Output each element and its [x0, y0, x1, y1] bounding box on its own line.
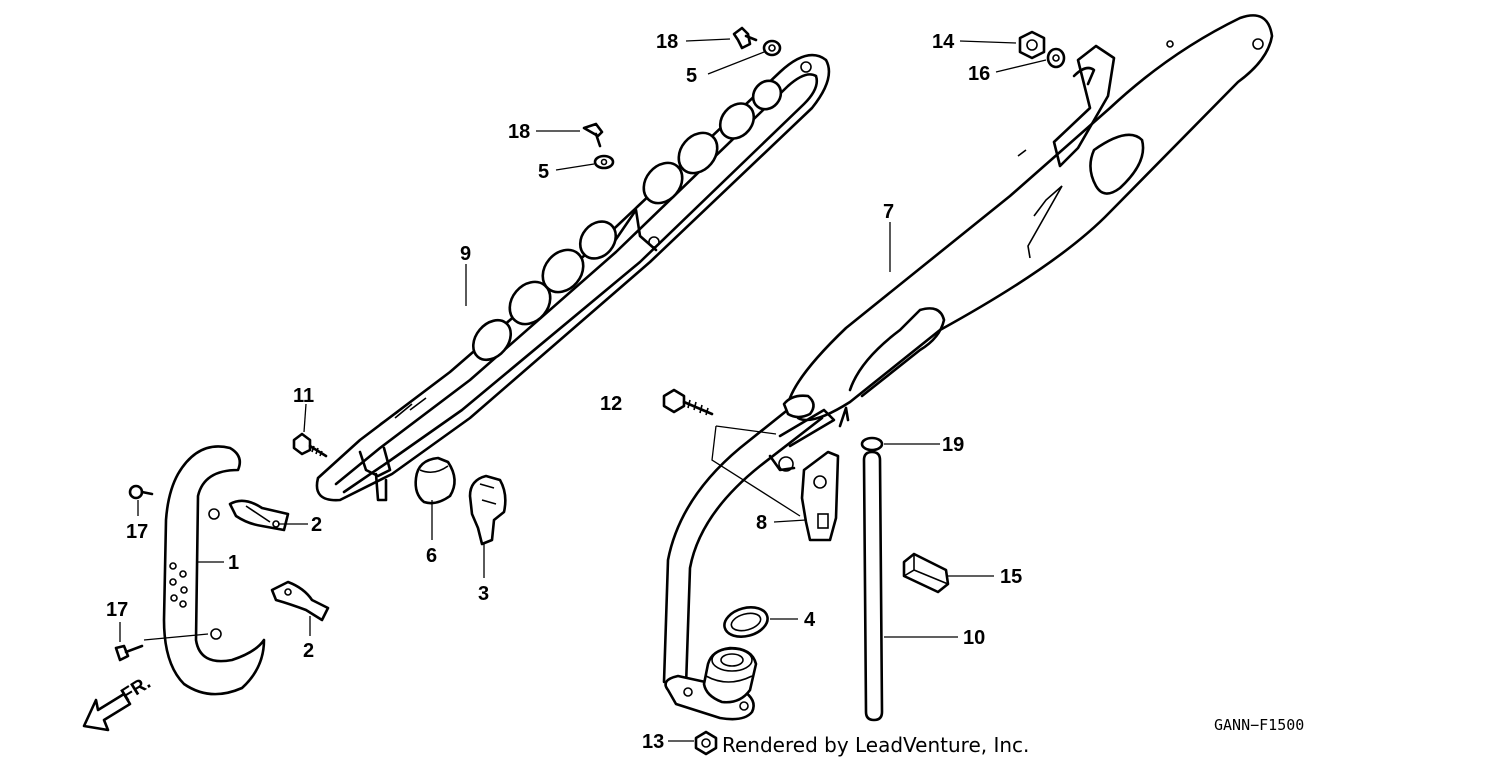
- callout-17-upper: 17: [126, 521, 148, 543]
- collar-part: [414, 456, 456, 505]
- callout-18-upper: 18: [656, 31, 678, 53]
- clamp-upper-part: [228, 499, 290, 532]
- washer-16: [1046, 47, 1066, 69]
- gasket-4: [723, 606, 769, 638]
- nut-13: [694, 730, 718, 756]
- callout-17-lower: 17: [106, 599, 128, 621]
- bolt-17-lower: [114, 644, 144, 662]
- callout-8: 8: [756, 512, 767, 534]
- exhaust-pipe-part: [662, 394, 850, 721]
- exhaust-protector-part: [162, 445, 266, 696]
- washer-5-lower: [593, 154, 615, 170]
- callout-19: 19: [942, 434, 964, 456]
- clamp-lower-part: [270, 580, 330, 622]
- callout-5-upper: 5: [686, 65, 697, 87]
- front-direction-marker: FR.: [82, 672, 155, 732]
- bolt-18-upper: [732, 26, 758, 50]
- callout-5-lower: 5: [538, 161, 549, 183]
- callout-6: 6: [426, 545, 437, 567]
- bolt-18-lower: [582, 122, 604, 148]
- callout-12: 12: [600, 393, 622, 415]
- callout-1: 1: [228, 552, 239, 574]
- callout-14: 14: [932, 31, 955, 53]
- bolt-12: [662, 388, 714, 416]
- callout-13: 13: [642, 731, 664, 753]
- muffler-protector-part: [315, 53, 831, 502]
- bolt-17-upper: [128, 484, 154, 500]
- callout-15: 15: [1000, 566, 1022, 588]
- joint-collar-part: [702, 646, 758, 704]
- spacer-15: [902, 552, 950, 594]
- callout-11: 11: [293, 385, 314, 407]
- callout-7: 7: [883, 201, 894, 223]
- callout-9: 9: [460, 243, 471, 265]
- washer-5-upper: [762, 39, 782, 57]
- callout-labels: 18 5 18 5 14 16 7 9 11 17 2 1 17 2 6 3 1…: [106, 31, 1022, 753]
- leader-lines: [119, 38, 1047, 742]
- callout-2-lower: 2: [303, 640, 314, 662]
- band-part: [468, 474, 507, 546]
- credit-text: Rendered by LeadVenture, Inc.: [722, 733, 1029, 757]
- rubber-tube-10: [862, 450, 884, 722]
- nut-14: [1018, 30, 1046, 60]
- muffler-part: [788, 14, 1274, 422]
- bolt-11: [292, 432, 328, 458]
- callout-10: 10: [963, 627, 985, 649]
- bracket-8: [800, 450, 840, 542]
- callout-16: 16: [968, 63, 990, 85]
- callout-2-upper: 2: [311, 514, 322, 536]
- callout-3: 3: [478, 583, 489, 605]
- diagram-code: GANN−F1500: [1214, 716, 1304, 734]
- front-arrow-icon: [82, 692, 132, 732]
- clip-19: [860, 436, 884, 452]
- callout-4: 4: [804, 609, 816, 631]
- callout-18-lower: 18: [508, 121, 530, 143]
